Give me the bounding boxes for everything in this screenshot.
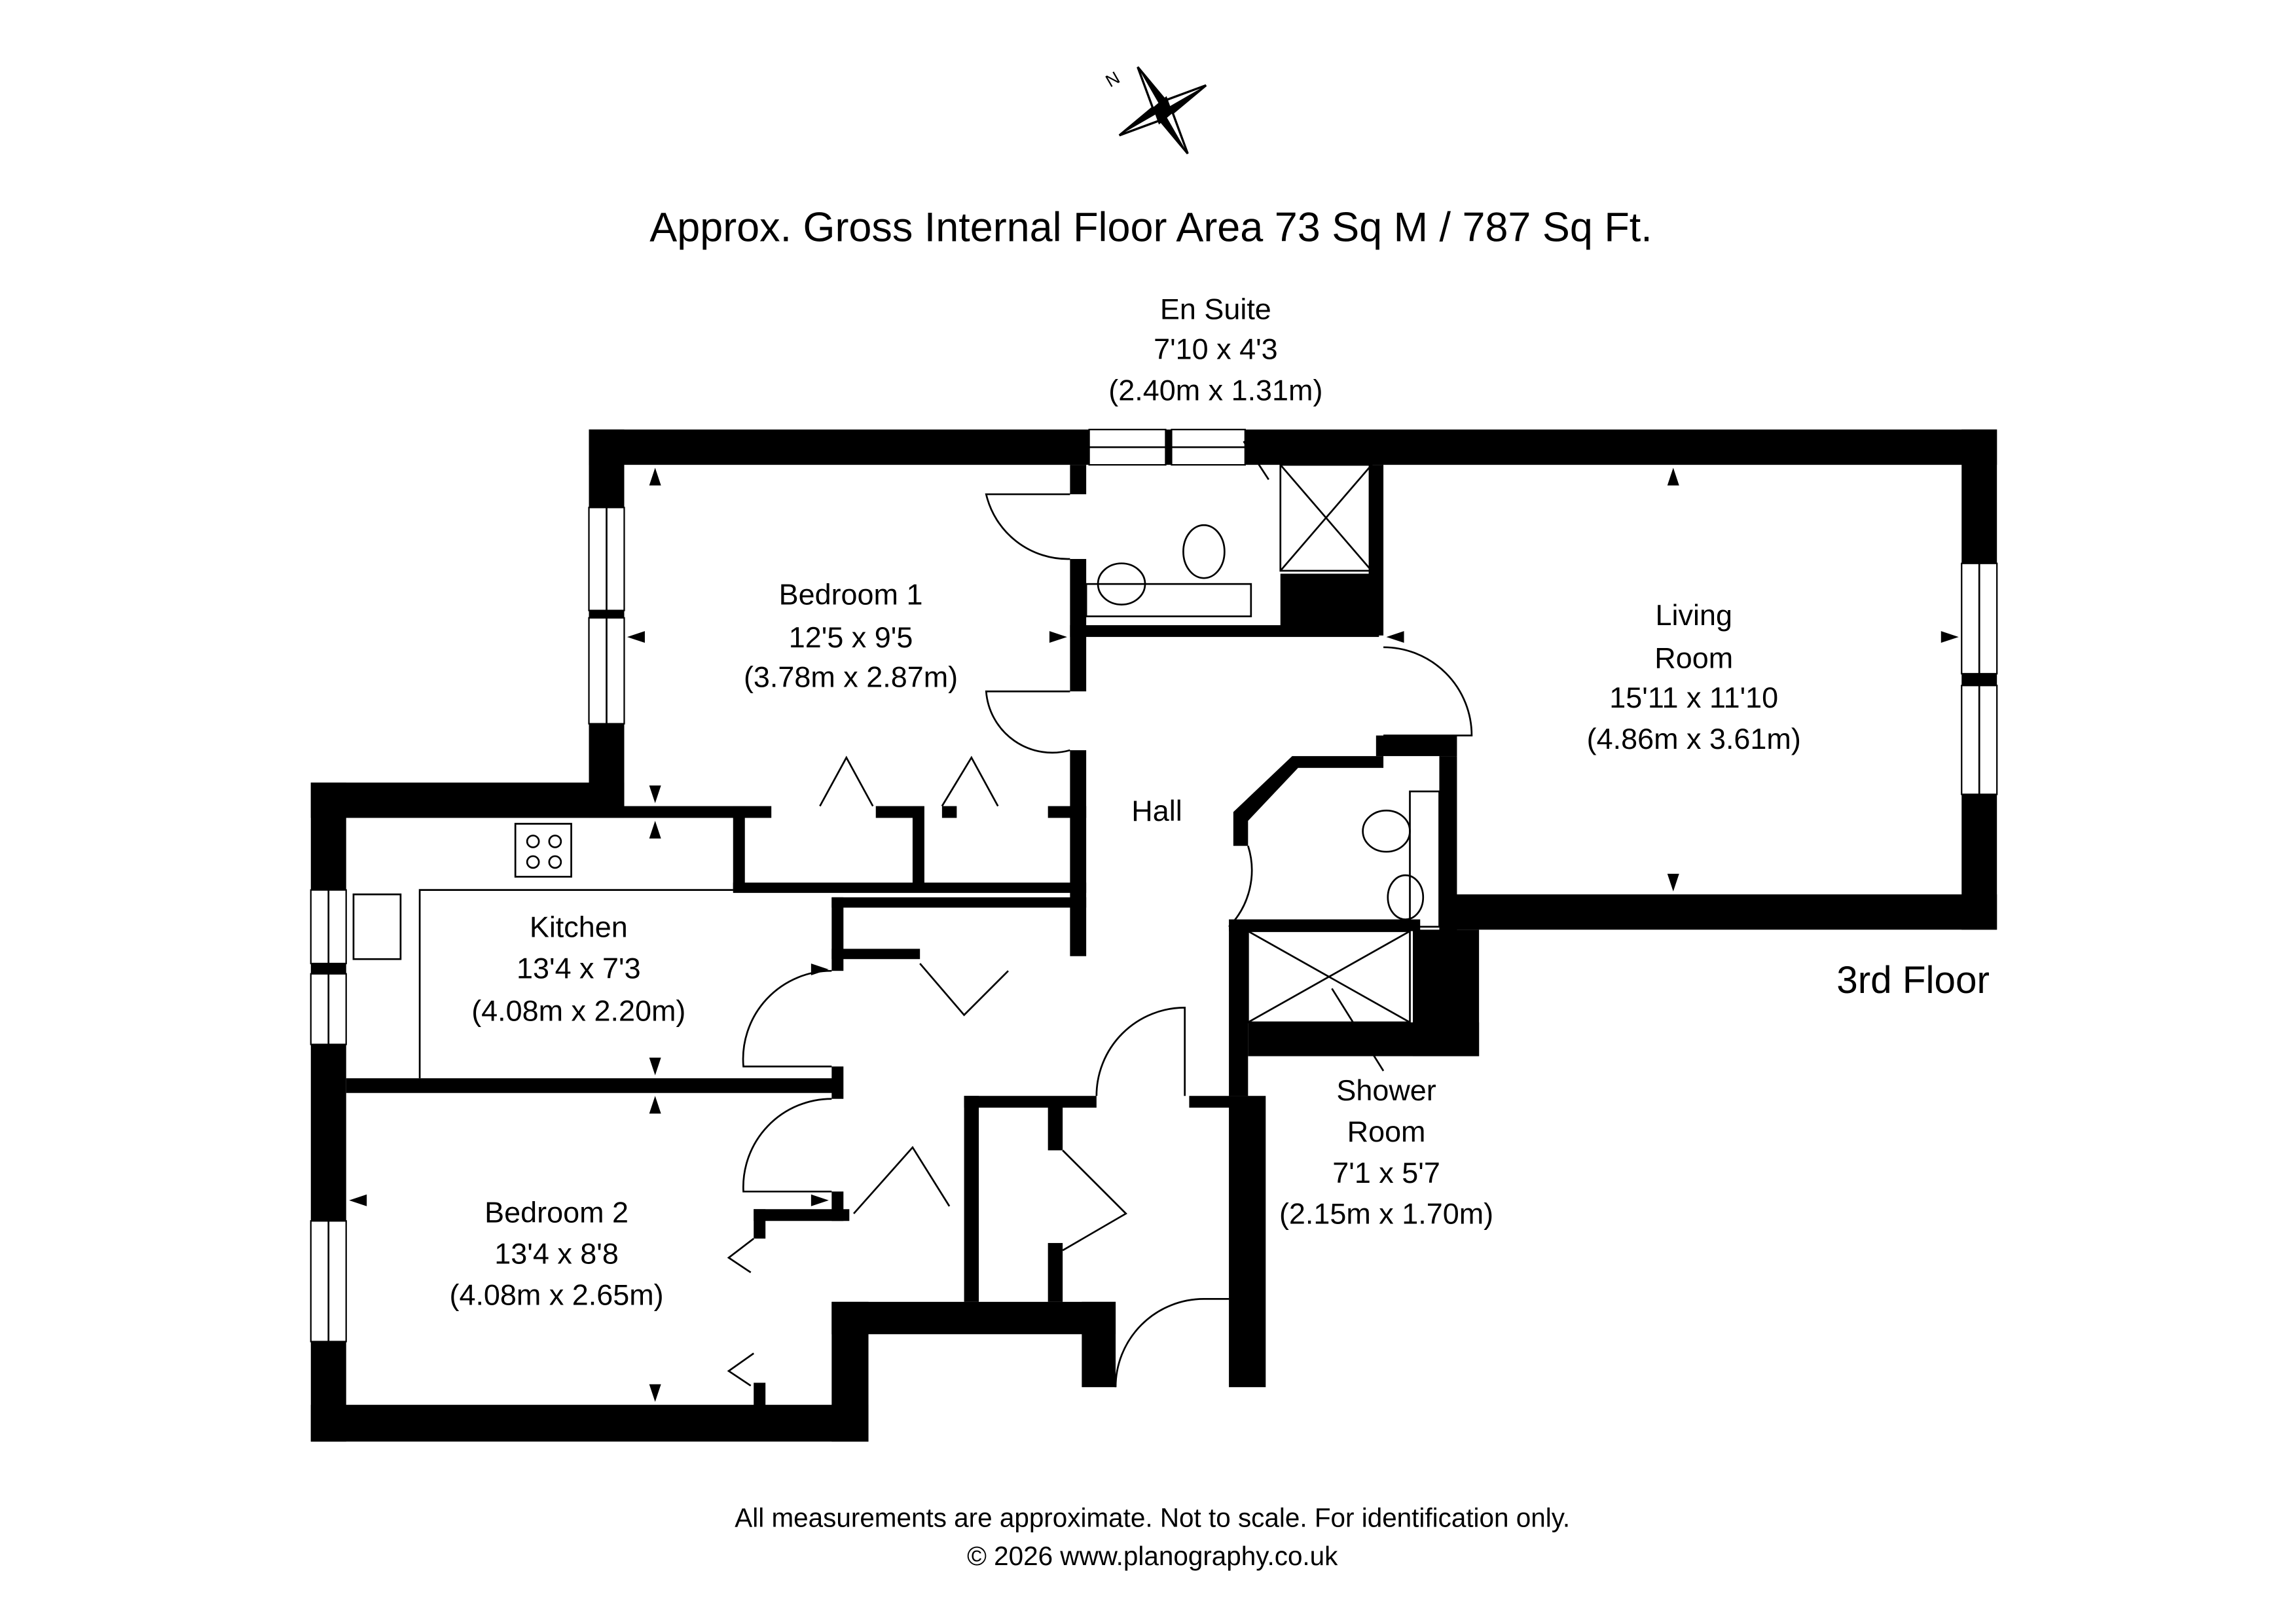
room-label-bedroom-1: Bedroom 1 12'5 x 9'5 (3.78m x 2.87m)	[744, 578, 958, 694]
svg-text:(2.15m x 1.70m): (2.15m x 1.70m)	[1279, 1197, 1493, 1231]
svg-text:Room: Room	[1347, 1115, 1426, 1148]
room-label-living-room: Living Room 15'11 x 11'10 (4.86m x 3.61m…	[1587, 598, 1801, 755]
svg-text:(4.08m x 2.20m): (4.08m x 2.20m)	[471, 994, 685, 1028]
svg-text:Bedroom 1: Bedroom 1	[779, 578, 923, 611]
dimension-arrows	[349, 467, 1959, 1402]
svg-text:Shower: Shower	[1336, 1074, 1436, 1107]
footer-disclaimer: All measurements are approximate. Not to…	[735, 1503, 1570, 1533]
svg-text:Bedroom 2: Bedroom 2	[484, 1195, 629, 1229]
room-label-shower-room: Shower Room 7'1 x 5'7 (2.15m x 1.70m)	[1279, 1074, 1493, 1231]
svg-text:En Suite: En Suite	[1160, 293, 1271, 326]
windows	[310, 429, 1998, 1343]
svg-text:13'4 x 8'8: 13'4 x 8'8	[494, 1236, 619, 1270]
floor-label: 3rd Floor	[1836, 959, 1990, 1001]
room-label-kitchen: Kitchen 13'4 x 7'3 (4.08m x 2.20m)	[471, 911, 685, 1028]
footer-copyright: © 2026 www.planography.co.uk	[967, 1541, 1338, 1571]
compass-north-label: N	[1102, 67, 1123, 91]
floor-area-title: Approx. Gross Internal Floor Area 73 Sq …	[649, 205, 1652, 251]
svg-text:12'5 x 9'5: 12'5 x 9'5	[789, 621, 913, 654]
svg-text:7'10 x 4'3: 7'10 x 4'3	[1154, 332, 1278, 365]
svg-text:Room: Room	[1654, 641, 1733, 674]
svg-text:7'1 x 5'7: 7'1 x 5'7	[1332, 1156, 1440, 1189]
svg-text:Living: Living	[1656, 598, 1732, 632]
svg-text:(3.78m x 2.87m): (3.78m x 2.87m)	[744, 660, 958, 693]
svg-text:(4.86m x 3.61m): (4.86m x 3.61m)	[1587, 722, 1801, 755]
room-label-en-suite: En Suite 7'10 x 4'3 (2.40m x 1.31m)	[1108, 293, 1322, 407]
svg-text:Kitchen: Kitchen	[530, 911, 628, 944]
room-label-hall: Hall	[1131, 794, 1182, 827]
room-label-bedroom-2: Bedroom 2 13'4 x 8'8 (4.08m x 2.65m)	[450, 1195, 664, 1311]
svg-text:13'4 x 7'3: 13'4 x 7'3	[517, 951, 641, 984]
compass-rose-icon	[1118, 66, 1207, 154]
doors-and-fixtures	[352, 441, 1473, 1388]
svg-text:(2.40m x 1.31m): (2.40m x 1.31m)	[1108, 373, 1322, 406]
svg-text:(4.08m x 2.65m): (4.08m x 2.65m)	[450, 1278, 664, 1311]
svg-text:15'11 x 11'10: 15'11 x 11'10	[1609, 681, 1778, 714]
